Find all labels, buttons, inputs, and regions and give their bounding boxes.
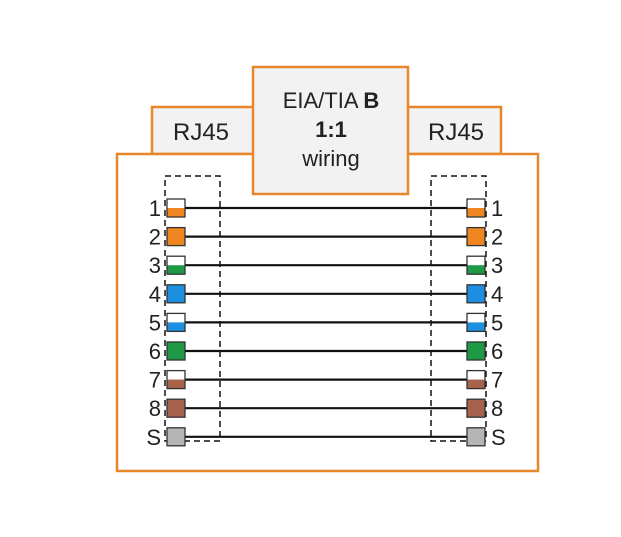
right-pin-label: 2 [491, 225, 503, 250]
left-pin-fill [167, 342, 185, 360]
left-pin-label: 2 [149, 225, 161, 250]
left-pin-label: 1 [149, 196, 161, 221]
left-pin-fill [167, 427, 185, 446]
left-pin-5 [166, 312, 186, 333]
left-connector-label: RJ45 [173, 119, 229, 146]
left-pin-border [166, 427, 186, 447]
left-pin-label: 3 [149, 253, 161, 278]
right-pin-border [466, 255, 486, 275]
right-pin-label: 5 [491, 310, 503, 335]
right-pin-border [466, 198, 486, 218]
right-pin-color-half [467, 322, 485, 332]
right-pin-label: 6 [491, 339, 503, 364]
left-pin-color-half [167, 379, 185, 389]
right-pin-label: 3 [491, 253, 503, 278]
right-pin-label: S [491, 425, 506, 450]
right-pin-S [466, 427, 486, 447]
left-pin-fill [167, 399, 185, 418]
left-pin-fill [167, 227, 185, 246]
right-pin-color-half [467, 379, 485, 389]
left-pin-3 [166, 255, 186, 275]
left-pin-label: 8 [149, 396, 161, 421]
right-pin-6 [466, 341, 486, 361]
left-pin-border [166, 284, 186, 304]
left-pin-border [166, 369, 186, 390]
left-pin-S [166, 427, 186, 447]
right-pin-border [466, 341, 486, 361]
standard-prefix: EIA/TIA [283, 88, 364, 113]
right-pin-border [466, 284, 486, 304]
left-pin-label: 5 [149, 310, 161, 335]
left-pin-fill [167, 284, 185, 303]
right-pin-border [466, 312, 486, 333]
left-pin-7 [166, 369, 186, 390]
mapping-label: 1:1 [315, 117, 347, 142]
standard-title: EIA/TIA B [283, 88, 380, 113]
left-pin-1 [166, 198, 186, 218]
left-pin-label: 6 [149, 339, 161, 364]
right-pin-label: 4 [491, 282, 503, 307]
mapping-suffix: wiring [301, 146, 359, 171]
left-pin-label: 4 [149, 282, 161, 307]
right-pin-border [466, 398, 486, 418]
left-pin-border [166, 198, 186, 218]
right-pin-label: 7 [491, 368, 503, 393]
right-pin-1 [466, 198, 486, 218]
standard-variant: B [363, 88, 379, 113]
right-pin-5 [466, 312, 486, 333]
right-pin-color-half [467, 265, 485, 275]
right-pin-2 [466, 226, 486, 247]
left-pin-border [166, 398, 186, 418]
left-pin-6 [166, 341, 186, 361]
left-pin-border [166, 226, 186, 247]
right-pin-color-half [467, 208, 485, 217]
left-pin-label: 7 [149, 368, 161, 393]
left-pin-8 [166, 398, 186, 418]
right-pin-7 [466, 369, 486, 390]
right-pin-3 [466, 255, 486, 275]
right-pin-label: 8 [491, 396, 503, 421]
right-pin-border [466, 226, 486, 247]
right-pin-border [466, 427, 486, 447]
right-pin-fill [467, 284, 485, 303]
left-pin-color-half [167, 208, 185, 217]
right-pin-fill [467, 399, 485, 418]
right-pin-border [466, 369, 486, 390]
pins-layer: 1 1 2 2 3 3 4 4 5 5 6 6 7 7 8 8S S [146, 196, 505, 450]
left-pin-border [166, 312, 186, 333]
right-pin-label: 1 [491, 196, 503, 221]
left-pin-4 [166, 284, 186, 304]
standard-box [251, 65, 410, 196]
right-pin-fill [467, 427, 485, 446]
left-pin-color-half [167, 265, 185, 275]
right-connector-label: RJ45 [428, 119, 484, 146]
right-pin-4 [466, 284, 486, 304]
right-pin-fill [467, 342, 485, 360]
right-pin-fill [467, 227, 485, 246]
right-pin-8 [466, 398, 486, 418]
left-pin-color-half [167, 322, 185, 332]
left-pin-label: S [146, 425, 161, 450]
left-pin-border [166, 341, 186, 361]
left-pin-2 [166, 226, 186, 247]
left-pin-border [166, 255, 186, 275]
